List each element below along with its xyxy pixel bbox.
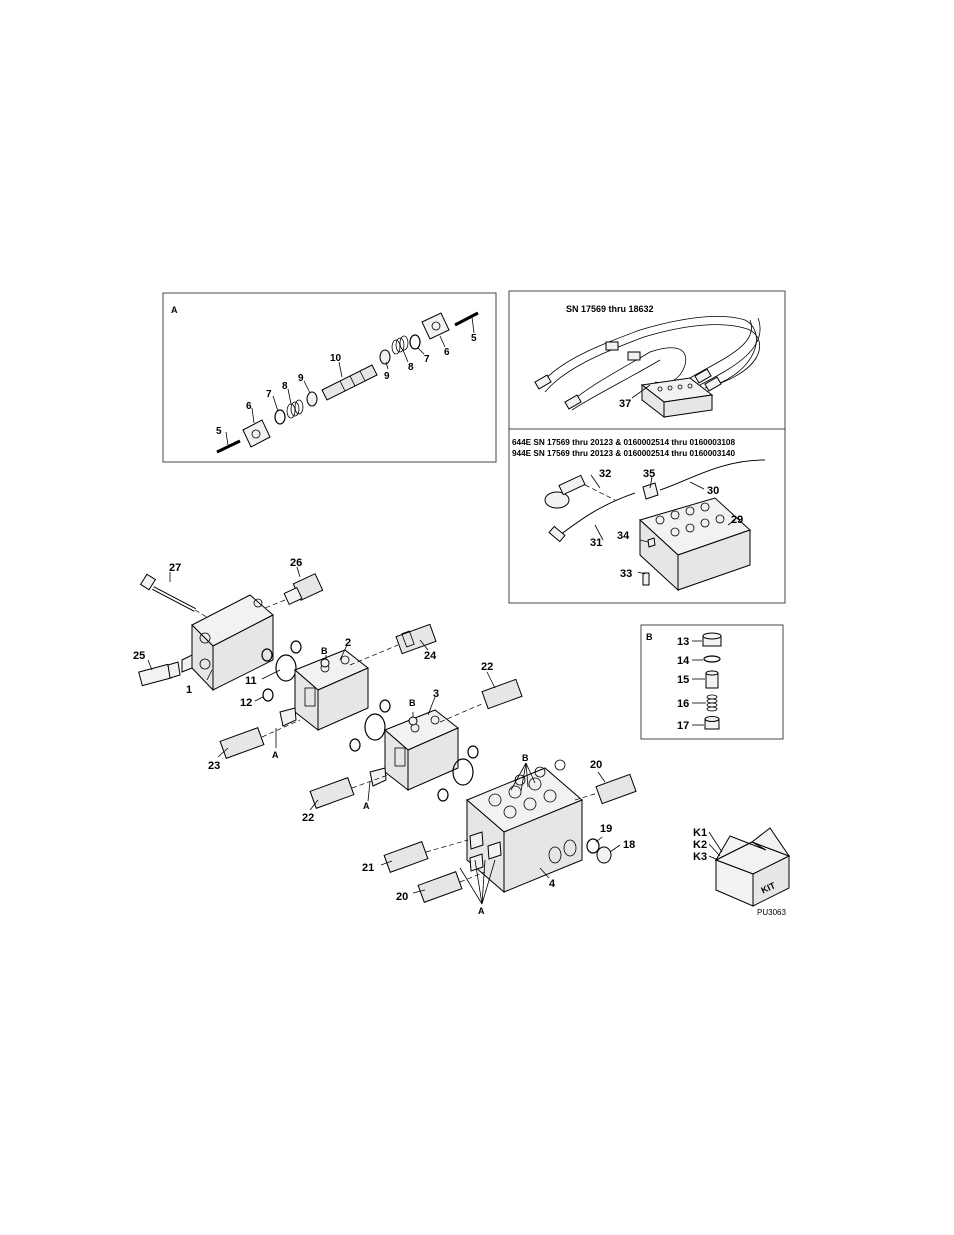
cartridge-21 bbox=[384, 842, 428, 873]
callout-8-left: 8 bbox=[282, 381, 288, 392]
detail-a-panel: A bbox=[163, 293, 496, 462]
marker-b-main-body: B bbox=[522, 753, 529, 763]
insert-17 bbox=[705, 717, 719, 730]
marker-b-section-2: B bbox=[321, 646, 328, 656]
detail-b-title: B bbox=[646, 632, 653, 642]
callout-37: 37 bbox=[619, 398, 631, 410]
callout-20-right: 20 bbox=[590, 759, 602, 771]
detail-a-frame bbox=[163, 293, 496, 462]
fitting-34 bbox=[648, 538, 655, 547]
callout-17: 17 bbox=[677, 720, 689, 732]
callout-30: 30 bbox=[707, 485, 719, 497]
cartridge-23 bbox=[220, 728, 264, 759]
callout-9-left: 9 bbox=[298, 373, 304, 384]
cartridge-20-right bbox=[596, 774, 636, 803]
kit-label-k3: K3 bbox=[693, 851, 707, 863]
callout-1: 1 bbox=[186, 684, 192, 696]
callout-10: 10 bbox=[330, 353, 342, 364]
callout-35: 35 bbox=[643, 468, 655, 480]
callout-34: 34 bbox=[617, 530, 630, 542]
callout-5-left: 5 bbox=[216, 426, 222, 437]
detail-b-panel: B 13 14 15 16 1 bbox=[641, 625, 783, 739]
kit-box: KIT K1 K2 K3 bbox=[693, 827, 789, 906]
kit-label-k1: K1 bbox=[693, 827, 707, 839]
cartridge-20-left bbox=[418, 872, 462, 903]
drawing-code: PU3063 bbox=[757, 908, 786, 917]
callout-29: 29 bbox=[731, 514, 743, 526]
callout-23: 23 bbox=[208, 760, 220, 772]
callout-7-left: 7 bbox=[266, 389, 272, 400]
callout-33: 33 bbox=[620, 568, 632, 580]
callout-3: 3 bbox=[433, 688, 439, 700]
plug-13 bbox=[703, 633, 721, 646]
callout-11: 11 bbox=[245, 675, 257, 687]
callout-14: 14 bbox=[677, 655, 690, 667]
callout-15: 15 bbox=[677, 674, 689, 686]
callout-27: 27 bbox=[169, 562, 181, 574]
callout-25: 25 bbox=[133, 650, 145, 662]
callout-16: 16 bbox=[677, 698, 689, 710]
callout-26: 26 bbox=[290, 557, 302, 569]
washer-9-left bbox=[307, 392, 317, 406]
callout-22-left: 22 bbox=[302, 812, 314, 824]
hose-lower-serial-note-1: 644E SN 17569 thru 20123 & 0160002514 th… bbox=[512, 438, 735, 447]
callout-2: 2 bbox=[345, 637, 351, 649]
hose-kit-upper-panel: SN 17569 thru 18632 37 bbox=[509, 291, 785, 429]
relief-valve-26 bbox=[284, 574, 323, 605]
kit-label-k2: K2 bbox=[693, 839, 707, 851]
bolt-27 bbox=[141, 574, 195, 610]
callout-18: 18 bbox=[623, 839, 635, 851]
hose-upper-serial-note: SN 17569 thru 18632 bbox=[566, 304, 654, 314]
oring-11 bbox=[276, 655, 296, 681]
callout-13: 13 bbox=[677, 636, 689, 648]
hose-lower-serial-note-2: 944E SN 17569 thru 20123 & 0160002514 th… bbox=[512, 449, 735, 458]
callout-4: 4 bbox=[549, 878, 556, 890]
callout-8-right: 8 bbox=[408, 362, 414, 373]
callout-21: 21 bbox=[362, 862, 374, 874]
end-cover-1 bbox=[182, 595, 273, 690]
washer-9-right bbox=[380, 350, 390, 364]
cartridge-22-left bbox=[310, 778, 354, 809]
body-15 bbox=[706, 671, 718, 688]
callout-20-left: 20 bbox=[396, 891, 408, 903]
fitting-25 bbox=[139, 662, 180, 686]
callout-6-right: 6 bbox=[444, 347, 450, 358]
marker-a-section-2: A bbox=[272, 750, 279, 760]
callout-31: 31 bbox=[590, 537, 602, 549]
callout-22-right: 22 bbox=[481, 661, 493, 673]
cartridge-22-right bbox=[482, 679, 522, 708]
callout-19: 19 bbox=[600, 823, 612, 835]
callout-24: 24 bbox=[424, 650, 437, 662]
callout-12: 12 bbox=[240, 697, 252, 709]
callout-9-right: 9 bbox=[384, 371, 390, 382]
main-exploded-view: 27 26 25 1 11 12 2 B 24 A 23 3 B 22 A 22… bbox=[133, 557, 636, 916]
hose-kit-lower-panel: 644E SN 17569 thru 20123 & 0160002514 th… bbox=[509, 429, 785, 603]
marker-a-main-body: A bbox=[478, 906, 485, 916]
plug-18 bbox=[597, 847, 611, 863]
callout-5-right: 5 bbox=[471, 333, 477, 344]
marker-a-section-3: A bbox=[363, 801, 370, 811]
detail-a-title: A bbox=[171, 305, 178, 315]
callout-32: 32 bbox=[599, 468, 611, 480]
callout-7-right: 7 bbox=[424, 354, 430, 365]
oring-12 bbox=[263, 689, 273, 701]
callout-6-left: 6 bbox=[246, 401, 252, 412]
marker-b-section-3: B bbox=[409, 698, 416, 708]
fitting-33 bbox=[643, 573, 649, 585]
